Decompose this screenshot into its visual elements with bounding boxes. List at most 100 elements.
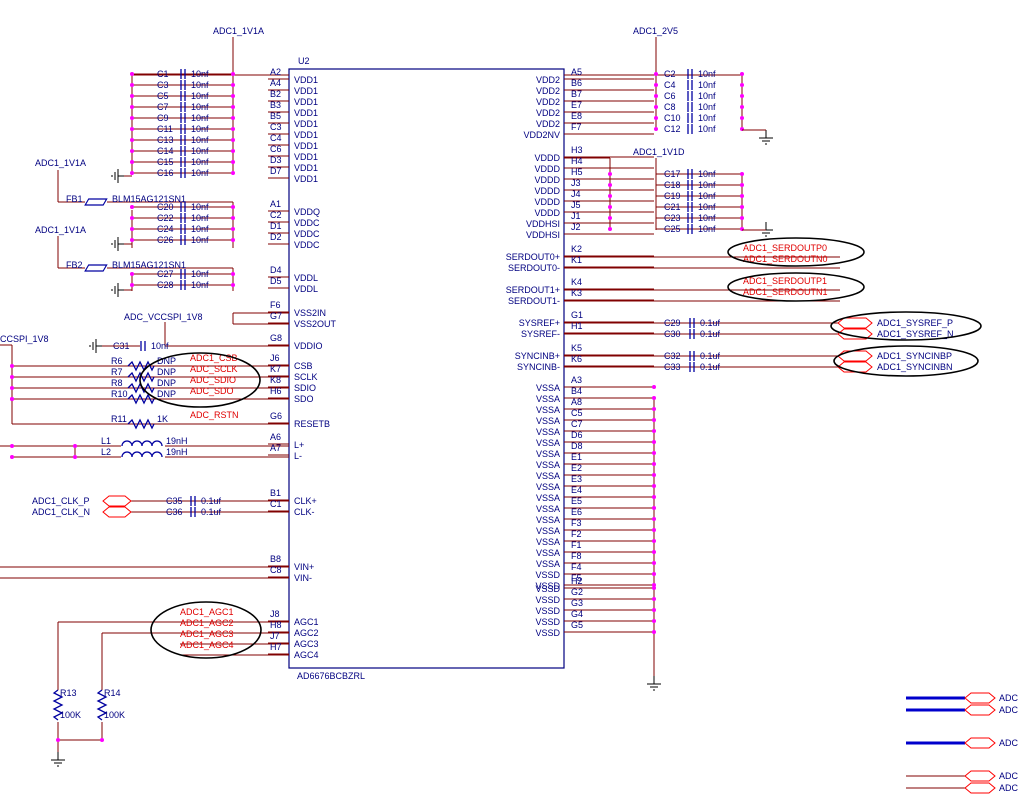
resistor-ref: R11 (111, 414, 127, 424)
pin-name: VSSA (536, 460, 560, 470)
pin-name: VDD2 (536, 75, 560, 85)
pin-name: VDD1 (294, 119, 318, 129)
pin-number: B8 (270, 554, 281, 564)
pin-name: SERDOUT1+ (506, 285, 560, 295)
pin-number: H6 (270, 386, 282, 396)
net-adc1-1v1d: ADC1_1V1D (633, 147, 685, 157)
pin-name: AGC1 (294, 617, 319, 627)
cap-value: 10nf (191, 168, 209, 178)
cap-ref: C8 (664, 102, 676, 112)
pin-number: K1 (571, 255, 582, 265)
net-adc1-1v1a-fb2: ADC1_1V1A (35, 225, 86, 235)
cap-ref: C24 (157, 224, 174, 234)
cap-ref: C5 (157, 91, 169, 101)
resistor-value: 100K (104, 710, 125, 720)
pin-name: VSSA (536, 427, 560, 437)
pin-name: VSSD (535, 628, 560, 638)
pin-name: CLK- (294, 507, 315, 517)
ic-part-number: AD6676BCBZRL (297, 671, 365, 681)
resistor-ref: R8 (111, 378, 123, 388)
pin-number: J8 (270, 609, 280, 619)
cap-value: 10nf (698, 113, 716, 123)
pin-number: J4 (571, 189, 581, 199)
resistor-ref: R6 (111, 356, 123, 366)
net-adc1-2v5: ADC1_2V5 (633, 26, 678, 36)
pin-name: VDD2 (536, 86, 560, 96)
ferrite-ref: FB1 (66, 194, 83, 204)
cap-value: 10nf (698, 213, 716, 223)
cap-value: 10nf (698, 69, 716, 79)
pin-name: VDD1 (294, 130, 318, 140)
pin-number: D2 (270, 232, 282, 242)
pin-name: SYNCINB- (517, 362, 560, 372)
pin-number: C1 (270, 499, 282, 509)
cap-ref: C12 (664, 124, 681, 134)
pin-number: G2 (571, 587, 583, 597)
cap-ref: C14 (157, 146, 174, 156)
serdes-net-label: ADC1_SERDOUTP0 (743, 243, 827, 253)
pin-number: C3 (270, 122, 282, 132)
cap-value: 0.1uf (700, 318, 721, 328)
cap-value: 10nf (191, 69, 209, 79)
resistor-value: DNP (157, 389, 176, 399)
cap-ref: C27 (157, 269, 174, 279)
pin-name: VSSD (535, 595, 560, 605)
ground-agc (51, 752, 65, 767)
ic-pins: A2VDD1A4VDD1B2VDD1B3VDD1B5VDD1C3VDD1C4VD… (268, 67, 656, 660)
cap-value: 10nf (191, 202, 209, 212)
pin-name: VDD1 (294, 75, 318, 85)
pin-number: D1 (270, 221, 282, 231)
pin-number: D5 (270, 276, 282, 286)
pin-number: F3 (571, 518, 582, 528)
pin-name: VSSD (535, 606, 560, 616)
pin-number: G8 (270, 333, 282, 343)
resistor-ref: R13 (60, 688, 77, 698)
pin-number: E3 (571, 474, 582, 484)
cap-value: 10nf (698, 180, 716, 190)
spi-net-label: ADC_SCLK (190, 364, 238, 374)
offpage-net-label: ADC (999, 783, 1018, 793)
ferrite-ref: FB2 (66, 260, 83, 270)
pin-name: VDDC (294, 218, 320, 228)
spi-net-label: ADC_SDO (190, 386, 234, 396)
cap-ref: C36 (166, 507, 183, 517)
cap-value: 10nf (698, 169, 716, 179)
cap-ref: C3 (157, 80, 169, 90)
pin-number: H7 (270, 642, 282, 652)
pin-name: VSSA (536, 537, 560, 547)
ground-vss (647, 676, 661, 691)
cap-ref: C21 (664, 202, 681, 212)
